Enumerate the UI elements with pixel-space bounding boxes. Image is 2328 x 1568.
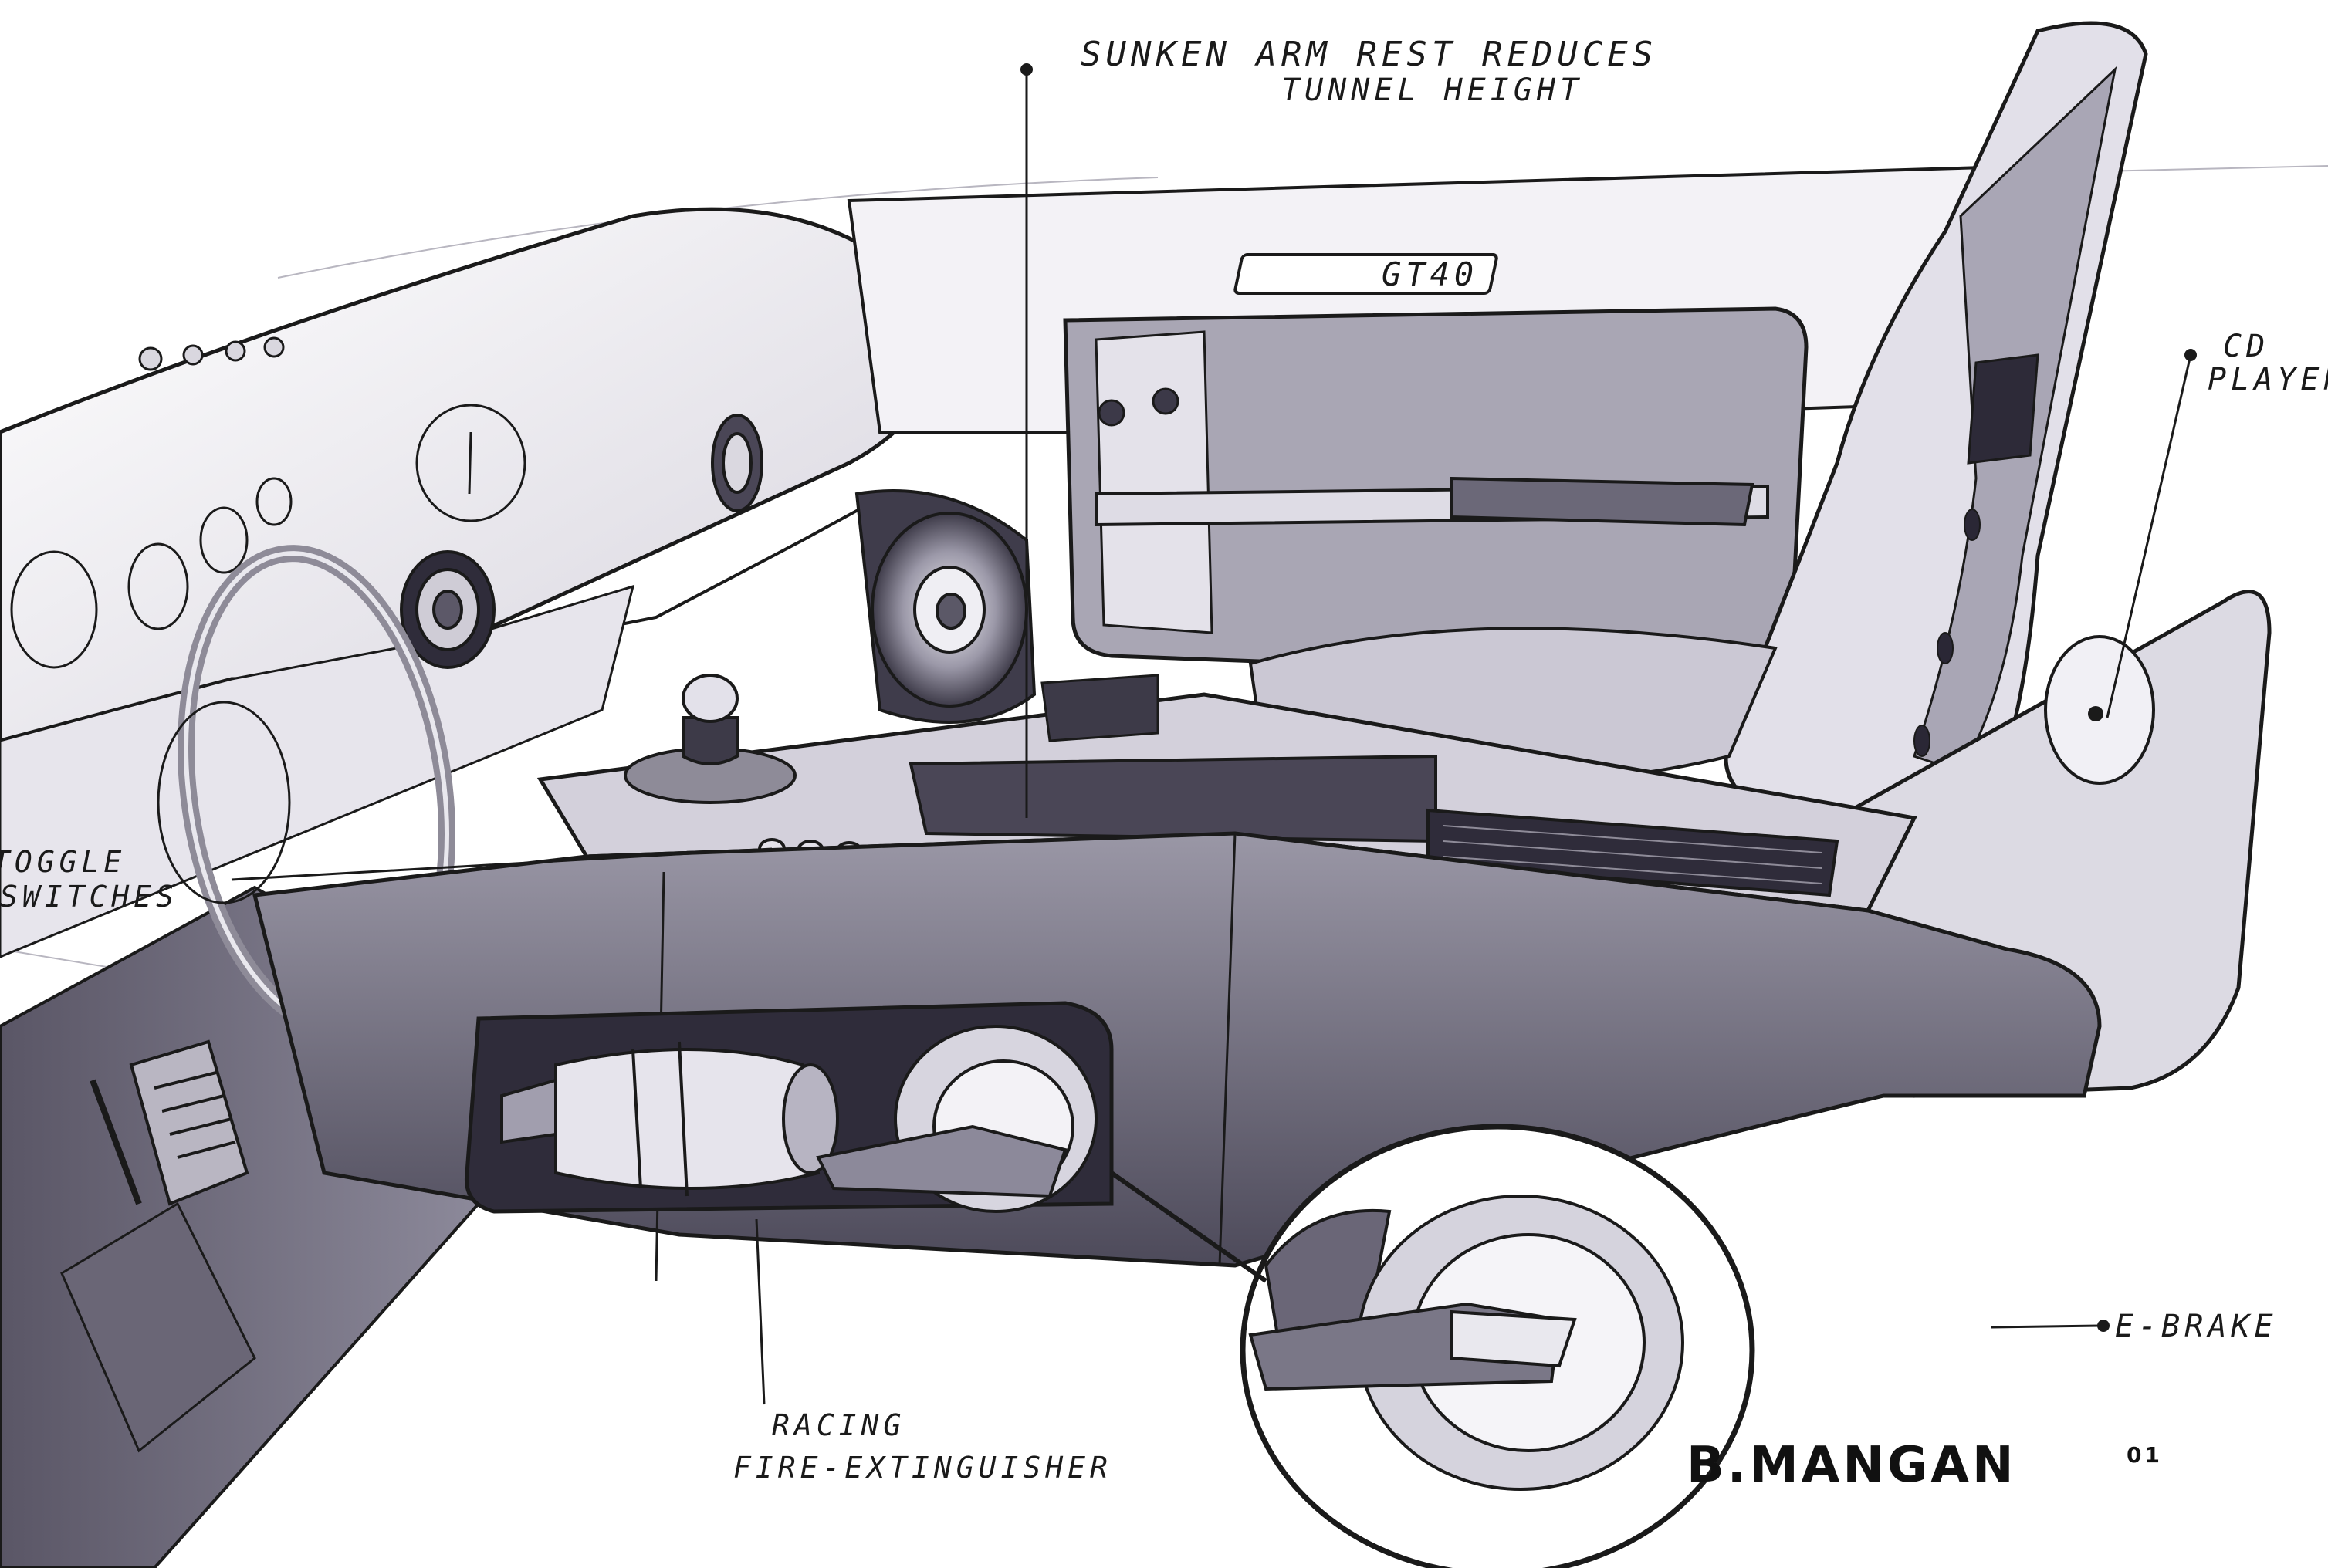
label-extinguisher-line2: FIRE-EXTINGUISHER: [733, 1451, 1112, 1485]
seat-buckle: [1967, 353, 2039, 465]
dash-vent: [400, 550, 496, 669]
rear-panel-knobs: [1098, 387, 1179, 427]
tunnel-seam: [1218, 833, 1237, 1266]
label-armrest-line1: SUNKEN ARM REST REDUCES: [1081, 35, 1657, 74]
fire-extinguisher: [500, 1041, 839, 1197]
seat-harness-holes: [1913, 509, 1981, 757]
label-toggle-line2: SWITCHES: [0, 880, 178, 914]
rear-speaker: [854, 489, 1037, 724]
floor-mat: [60, 1201, 256, 1453]
label-ebrake: E-BRAKE: [2115, 1309, 2278, 1344]
steering-hub: [157, 701, 291, 904]
label-toggle-line1: TOGGLE: [0, 845, 126, 879]
leader-lines: [231, 69, 2192, 1405]
label-armrest-line2: TUNNEL HEIGHT: [1281, 73, 1583, 108]
dash-badge-frame: [1233, 253, 1498, 295]
pedal: [90, 1039, 249, 1206]
grab-handle-grip: [1450, 476, 1754, 527]
instrument-gauges: [10, 404, 526, 669]
rear-panel-inner: [1095, 330, 1213, 634]
dash-fascia: [0, 584, 635, 958]
handbrake-slot: [1040, 674, 1159, 742]
label-cd-line1: CD: [2223, 329, 2269, 364]
artist-signature: B.MANGAN: [1687, 1437, 2017, 1494]
leader-dots: [1020, 63, 2197, 1332]
signature-year: 01: [2127, 1442, 2163, 1468]
ebrake-detail: [1248, 1195, 1684, 1491]
cd-player-spindle: [2088, 706, 2103, 721]
label-cd-line2: PLAYER: [2208, 362, 2328, 397]
vent-slot-lines: [1443, 825, 1822, 884]
dash-badge: GT40: [1382, 255, 1478, 293]
gear-shifter: [624, 674, 797, 804]
dash-vent-right: [711, 414, 763, 512]
ebrake-leader-line: [1110, 1171, 1267, 1283]
ebrake-mechanism-small: [816, 1025, 1098, 1213]
armrest-recess: [909, 754, 1437, 843]
dash-knobs: [138, 336, 285, 371]
label-extinguisher-line1: RACING: [772, 1408, 905, 1442]
